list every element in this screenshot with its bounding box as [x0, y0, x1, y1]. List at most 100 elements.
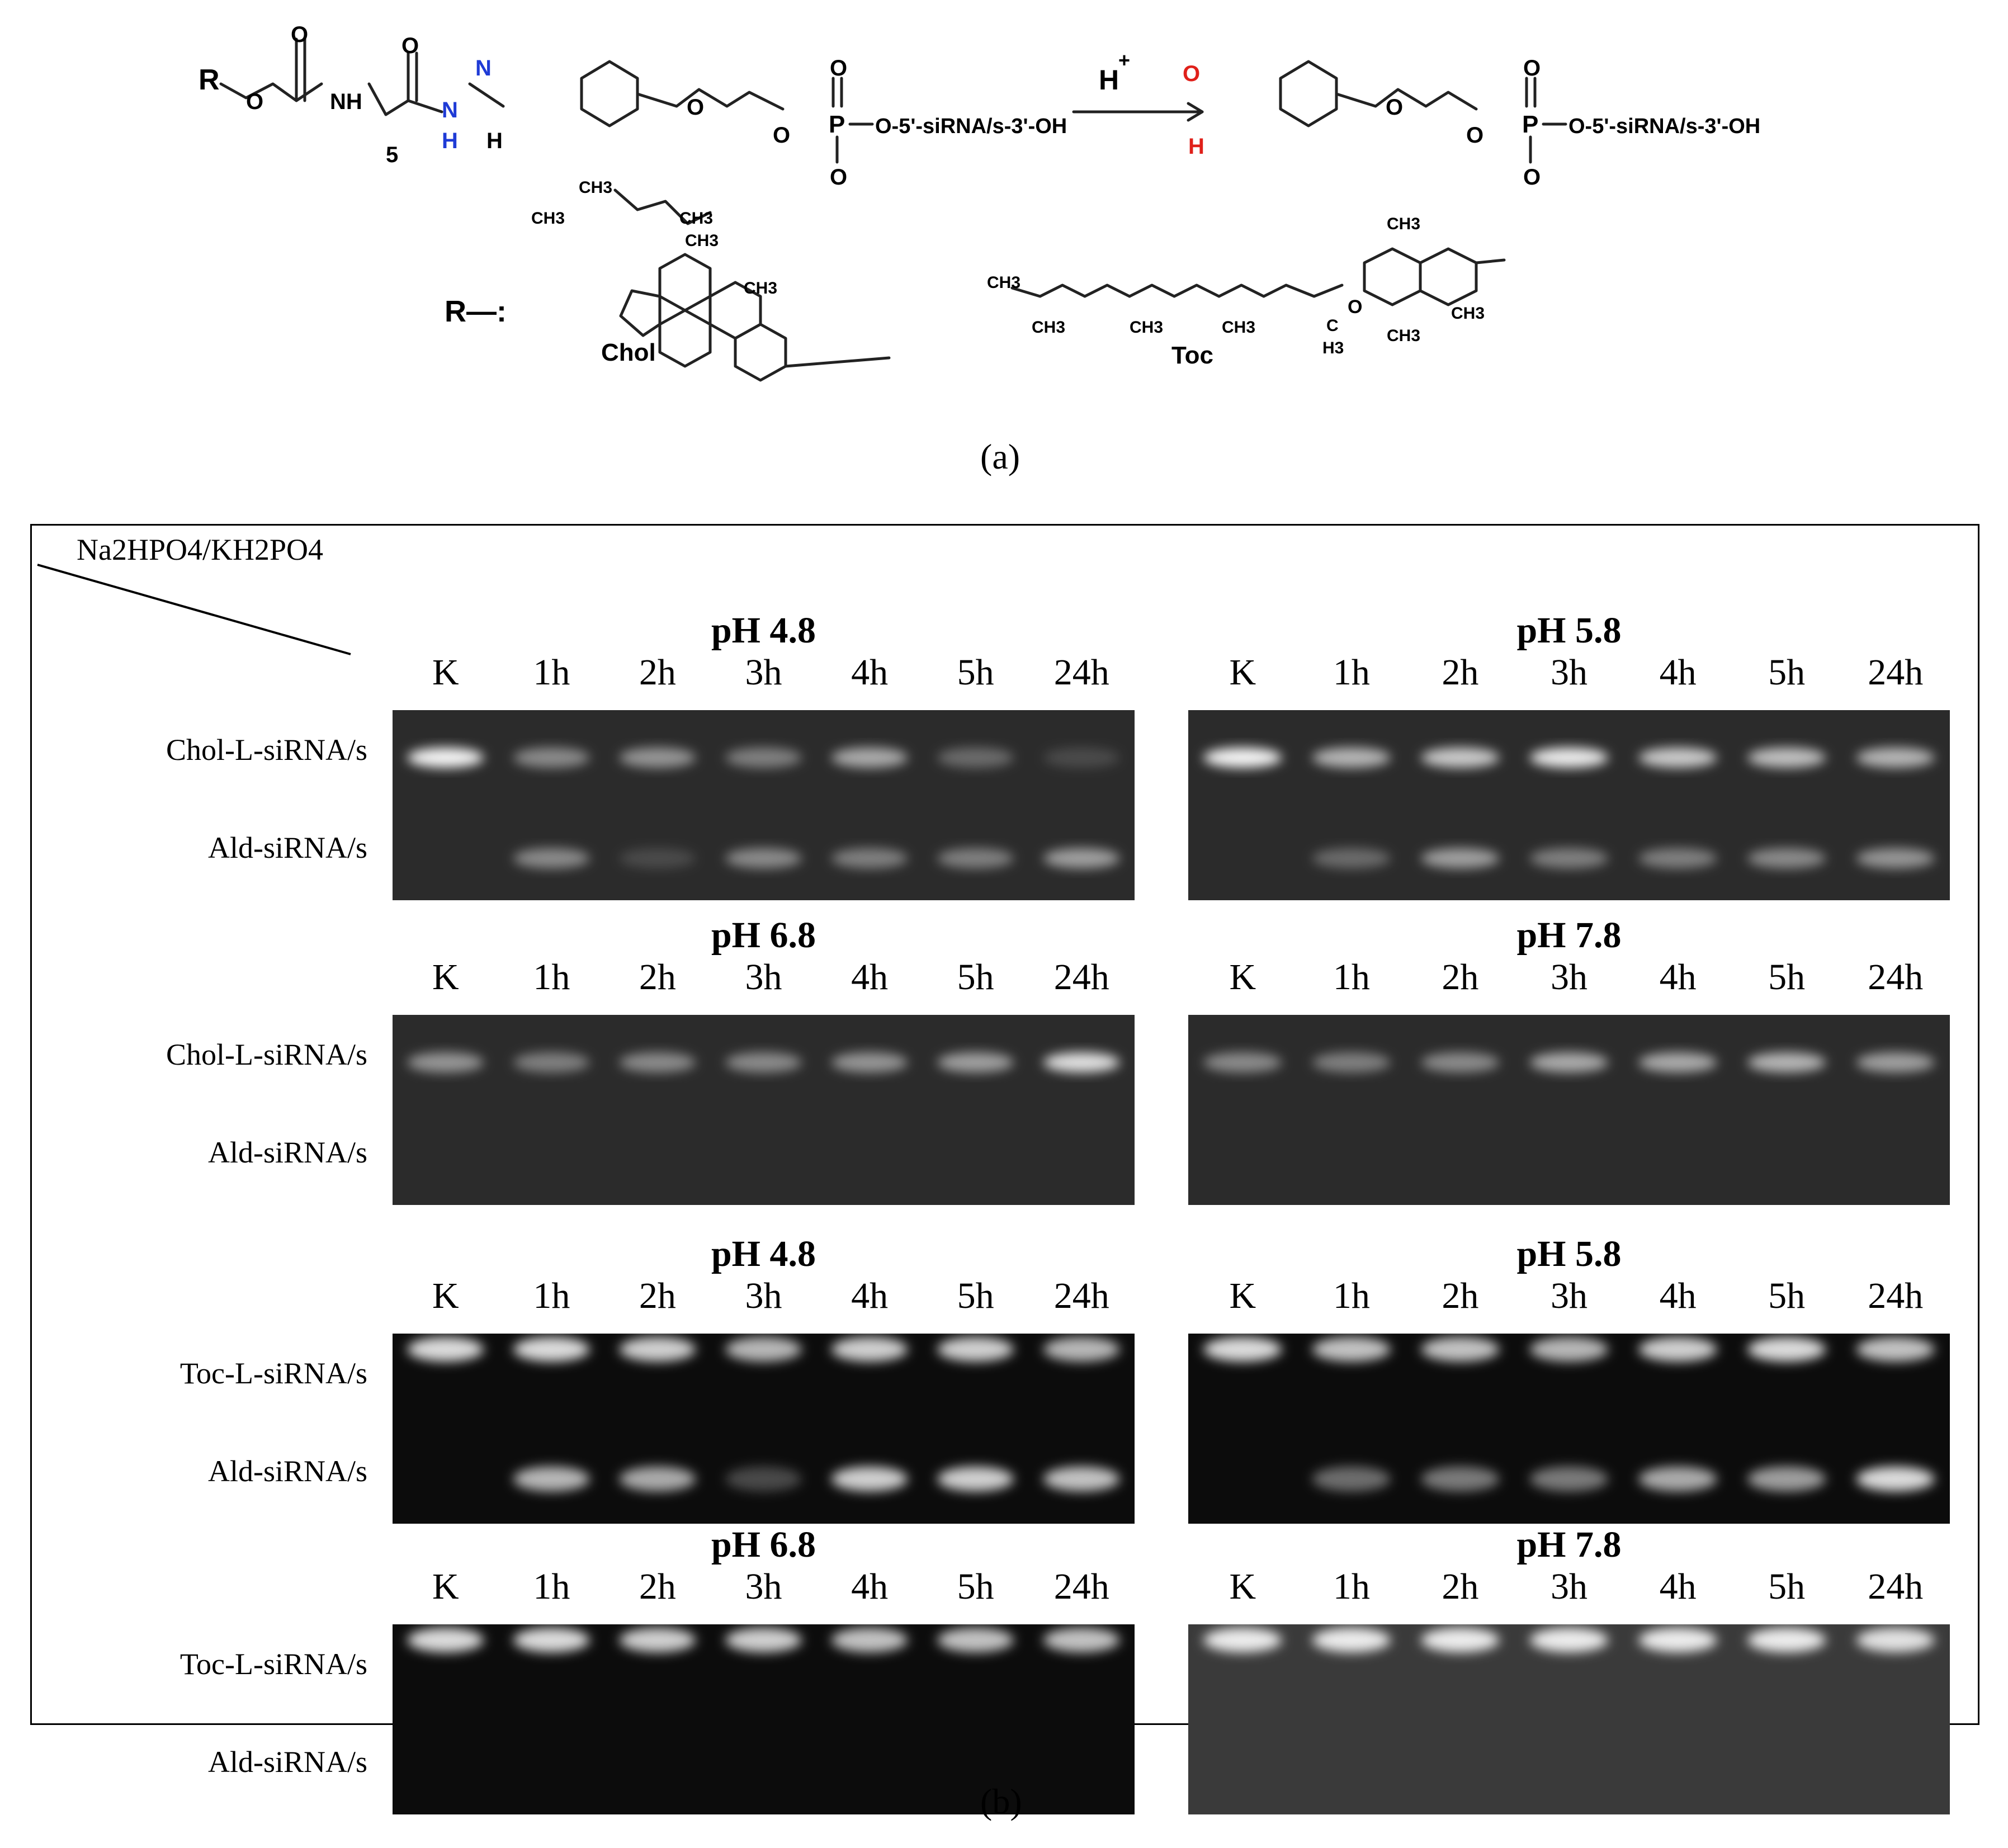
phosphate-oxygen-label: O: [773, 123, 790, 148]
conjugate-band: [1529, 1337, 1609, 1362]
conjugate-band-label: Toc-L-siRNA/s: [179, 1647, 367, 1681]
aldehyde-band-label: Ald-siRNA/s: [207, 1745, 367, 1779]
lane-label: 5h: [957, 652, 994, 693]
lane-label: 24h: [1053, 1275, 1109, 1316]
lane-label: 4h: [851, 1566, 889, 1607]
aldehyde-band: [513, 848, 590, 868]
aldehyde-band: [513, 1467, 590, 1491]
hydrazone-h-label: H: [442, 129, 458, 153]
aldehyde-band: [1421, 1467, 1500, 1491]
chol-ch3-label-1: CH3: [579, 178, 612, 197]
gel-image: [393, 710, 1135, 900]
lane-label: K: [432, 652, 459, 693]
lane-label: 4h: [851, 957, 889, 998]
lane-label: 4h: [851, 1275, 889, 1316]
lane-label: 5h: [1768, 957, 1806, 998]
product-phosphate-tail-label: O-5'-siRNA/s-3'-OH: [1568, 115, 1760, 138]
aldehyde-oxygen-label: O: [1183, 62, 1200, 86]
aldehyde-band: [619, 848, 696, 868]
conjugate-band: [619, 1052, 696, 1072]
aldehyde-band: [1638, 1467, 1717, 1491]
lane-label: K: [1229, 652, 1256, 693]
product-ether-oxygen-label: O: [1386, 95, 1403, 120]
lane-label: K: [432, 957, 459, 998]
lane-label: 1h: [533, 1566, 570, 1607]
lane-label: 1h: [1333, 1566, 1370, 1607]
conjugate-band: [1856, 1337, 1935, 1362]
toc-ch3-label-7: CH3: [1387, 327, 1420, 345]
conjugate-band: [513, 748, 590, 768]
aldehyde-band: [1421, 848, 1500, 868]
toc-ch3-label-3: CH3: [1032, 318, 1065, 337]
conjugate-band: [937, 1337, 1014, 1362]
lane-label: 4h: [1659, 652, 1697, 693]
lane-label: 2h: [1442, 1275, 1479, 1316]
conjugate-band: [1747, 1337, 1826, 1362]
conjugate-band: [1856, 748, 1935, 768]
lane-label: 2h: [1442, 1566, 1479, 1607]
lane-label: 3h: [1551, 652, 1587, 693]
product-phosphorus-label: P: [1522, 111, 1538, 138]
chol-ch3-label-4: CH3: [685, 231, 719, 250]
lane-label: 2h: [1442, 652, 1479, 693]
ester-oxygen-label: O: [246, 89, 263, 114]
aldehyde-band-label: Ald-siRNA/s: [207, 1454, 367, 1488]
lane-label: 24h: [1868, 1566, 1924, 1607]
conjugate-band: [1638, 1628, 1717, 1652]
caption-b: (b): [980, 1781, 1022, 1821]
aldehyde-band: [725, 1467, 802, 1491]
lane-label: 1h: [1333, 652, 1370, 693]
lane-label: 24h: [1053, 957, 1109, 998]
conjugate-band: [1421, 1337, 1500, 1362]
lane-label: 5h: [957, 1566, 994, 1607]
gel-image: [393, 1624, 1135, 1814]
hydrazide-oxygen-label: O: [401, 34, 419, 58]
phosphorus-label: P: [829, 111, 845, 138]
lane-label: K: [1229, 1275, 1256, 1316]
chain-subscript-5: 5: [386, 143, 398, 167]
hydrazone-nh-label: N: [442, 98, 458, 122]
lane-label: 3h: [745, 957, 782, 998]
gel-image: [1188, 710, 1950, 900]
conjugate-band: [407, 748, 484, 768]
aldehyde-band: [619, 1467, 696, 1491]
lane-label: 1h: [1333, 957, 1370, 998]
conjugate-band: [1421, 1628, 1500, 1652]
conjugate-band: [619, 1337, 696, 1362]
gel-image: [393, 1015, 1135, 1205]
lane-label: 4h: [851, 652, 889, 693]
lane-label: 24h: [1868, 957, 1924, 998]
conjugate-band: [831, 1628, 908, 1652]
phosphoryl-oxygen-label: O: [830, 56, 847, 81]
conjugate-band: [1203, 1628, 1282, 1652]
conjugate-band: [1312, 1052, 1391, 1072]
phosphate-anion-label: O: [830, 165, 847, 190]
conjugate-band: [831, 748, 908, 768]
gel-title: pH 7.8: [1516, 1524, 1622, 1565]
aldehyde-band: [831, 848, 908, 868]
conjugate-band-label: Chol-L-siRNA/s: [166, 733, 367, 767]
lane-label: 5h: [957, 1275, 994, 1316]
product-phosphate-oxygen-label: O: [1466, 123, 1483, 148]
lane-label: 24h: [1868, 1275, 1924, 1316]
lane-label: K: [432, 1275, 459, 1316]
gel-title: pH 6.8: [711, 915, 816, 956]
aldehyde-band: [1747, 848, 1826, 868]
conjugate-band: [407, 1628, 484, 1652]
lane-label: 5h: [1768, 1275, 1806, 1316]
conjugate-band: [831, 1337, 908, 1362]
conjugate-band: [1203, 1337, 1282, 1362]
aldehyde-band: [1747, 1467, 1826, 1491]
conjugate-band: [1043, 1052, 1120, 1072]
lane-label: 1h: [533, 1275, 570, 1316]
conjugate-band: [619, 1628, 696, 1652]
gel-title: pH 6.8: [711, 1524, 816, 1565]
conjugate-band: [1421, 1052, 1500, 1072]
conjugate-band: [1747, 748, 1826, 768]
buffer-label: Na2HPO4/KH2PO4: [77, 533, 324, 566]
lane-label: 4h: [1659, 1275, 1697, 1316]
lane-label: 5h: [1768, 652, 1806, 693]
conjugate-band: [407, 1052, 484, 1072]
lane-label: 2h: [639, 652, 676, 693]
gel-title: pH 4.8: [711, 610, 816, 651]
